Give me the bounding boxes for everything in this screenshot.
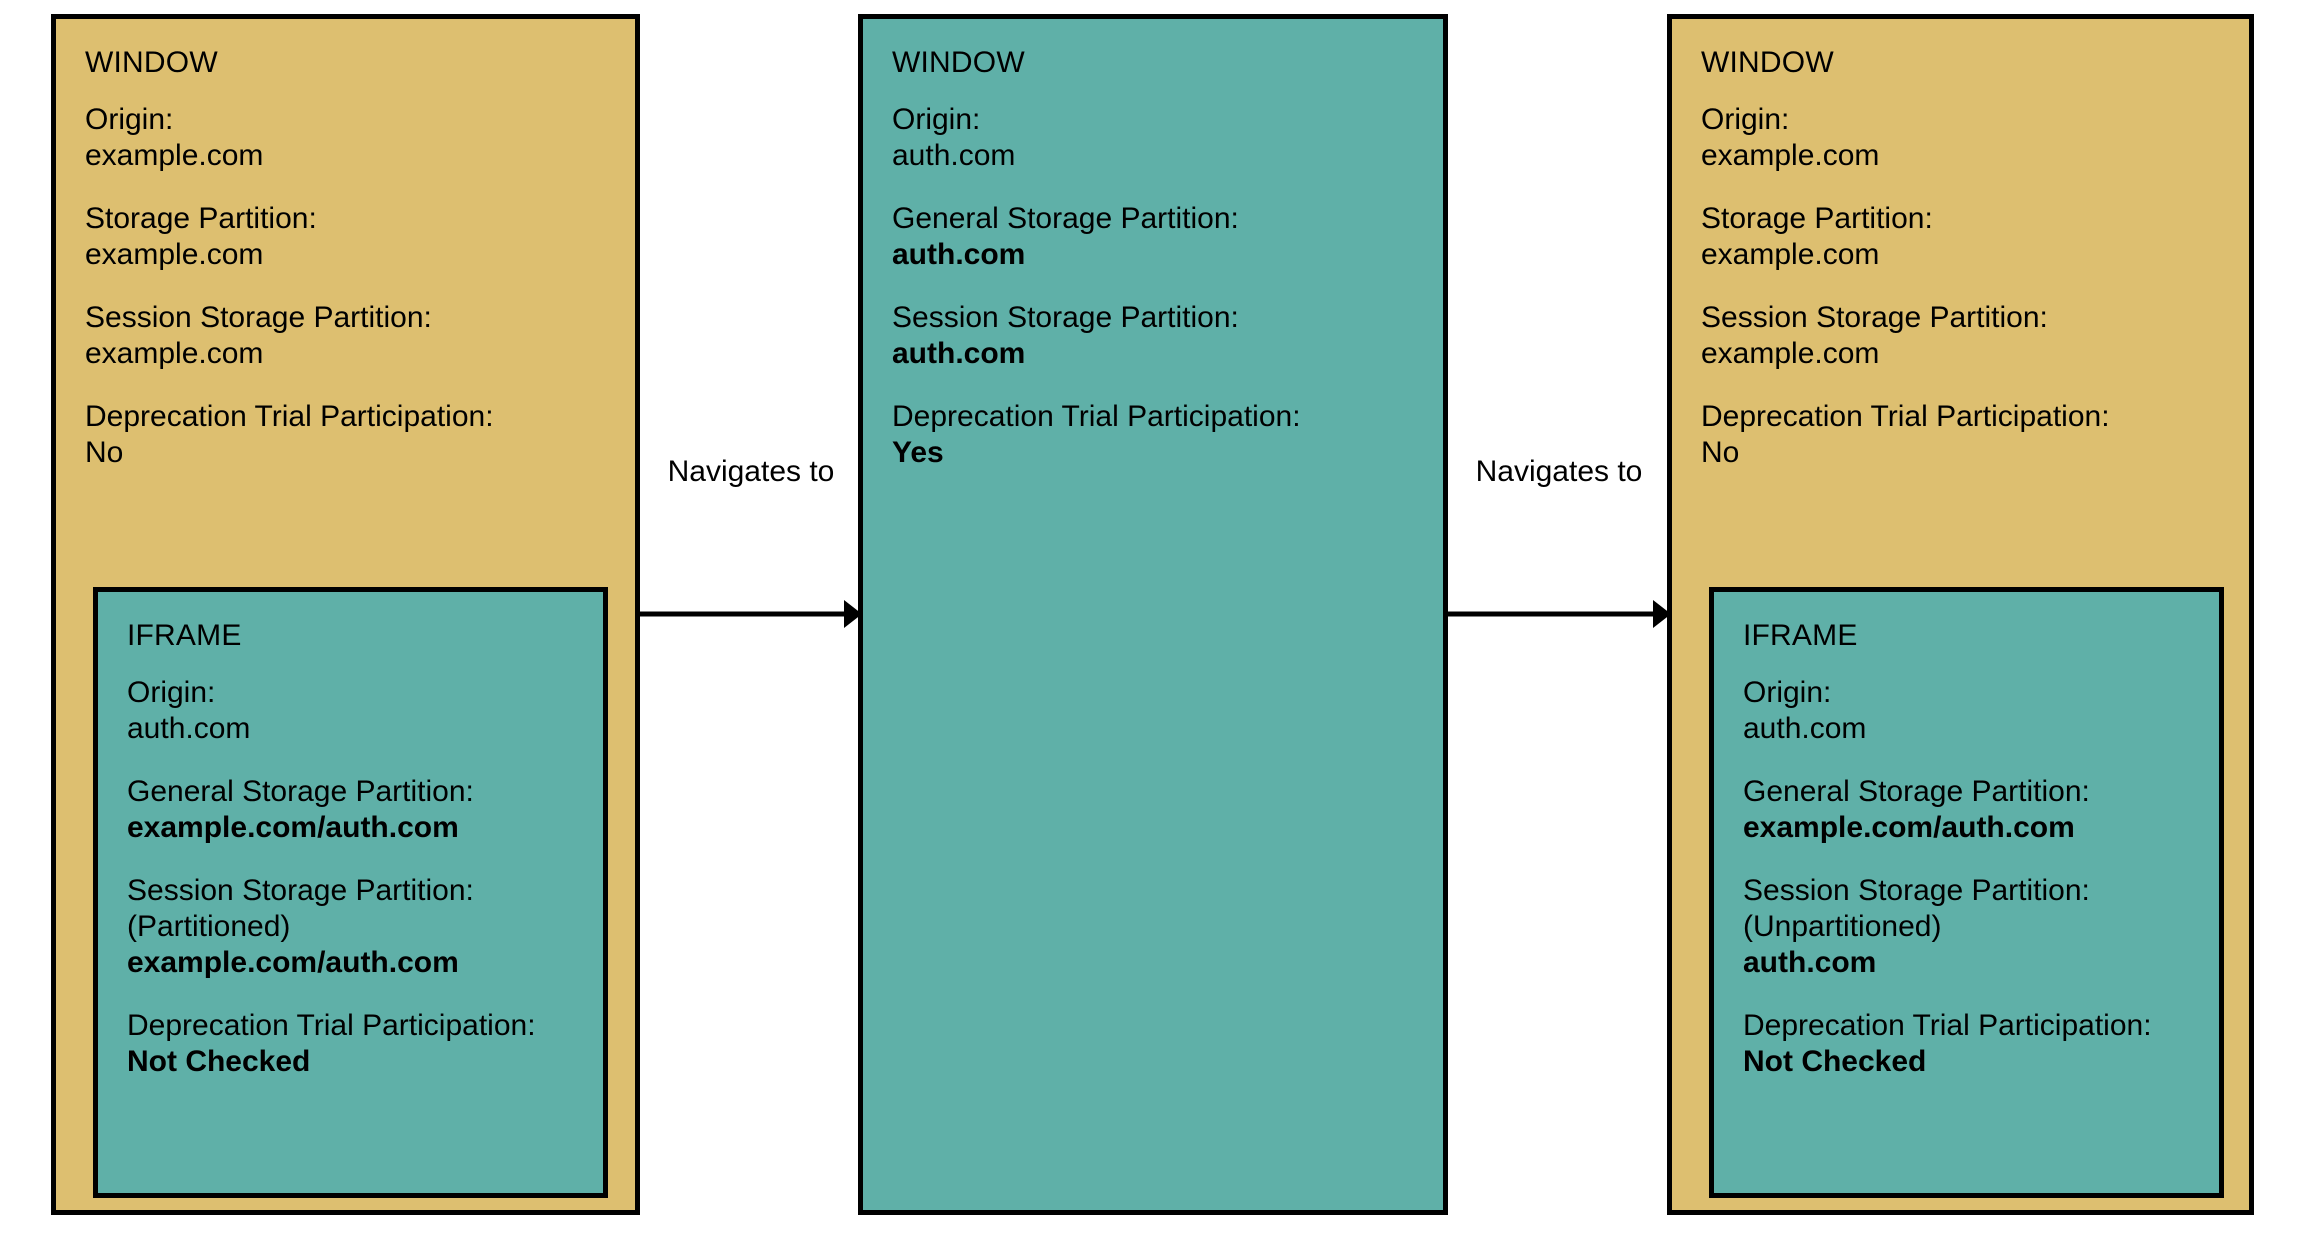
field-value: Not Checked — [1743, 1045, 1927, 1078]
field-value: example.com/auth.com — [1743, 811, 2075, 844]
iframe-3-fields: Origin: auth.com General Storage Partiti… — [1743, 675, 2152, 1080]
field-deprecation-trial-participation: Deprecation Trial Participation: Yes — [892, 399, 1301, 471]
field-value: Yes — [892, 436, 944, 469]
field-value: example.com — [1701, 139, 1880, 172]
arrow-2 — [1446, 594, 1671, 634]
field-label: Origin: — [1743, 676, 1832, 709]
window-panel-2: WINDOW Origin: auth.com General Storage … — [858, 14, 1448, 1215]
field-value: No — [85, 436, 124, 469]
field-label: Origin: — [892, 103, 981, 136]
field-deprecation-trial-participation: Deprecation Trial Participation: Not Che… — [1743, 1008, 2152, 1080]
field-note: (Unpartitioned) — [1743, 910, 1942, 943]
field-label: Origin: — [127, 676, 216, 709]
field-value: auth.com — [892, 337, 1026, 370]
field-label: Storage Partition: — [85, 202, 317, 235]
field-note: (Partitioned) — [127, 910, 291, 943]
field-value: auth.com — [1743, 712, 1867, 745]
field-storage-partition: Storage Partition: example.com — [1701, 201, 2110, 273]
panel-1-window-fields: Origin: example.com Storage Partition: e… — [85, 102, 494, 471]
field-deprecation-trial-participation: Deprecation Trial Participation: Not Che… — [127, 1008, 536, 1080]
field-session-storage-partition: Session Storage Partition: auth.com — [892, 300, 1301, 372]
field-value: auth.com — [892, 139, 1016, 172]
field-value: example.com — [85, 337, 264, 370]
field-label: Deprecation Trial Participation: — [1701, 400, 2110, 433]
field-origin: Origin: auth.com — [892, 102, 1301, 174]
field-label: Origin: — [85, 103, 174, 136]
panel-2-window-fields: Origin: auth.com General Storage Partiti… — [892, 102, 1301, 471]
field-label: General Storage Partition: — [892, 202, 1239, 235]
iframe-1-fields: Origin: auth.com General Storage Partiti… — [127, 675, 536, 1080]
field-general-storage-partition: General Storage Partition: example.com/a… — [1743, 774, 2152, 846]
panel-2-window-title: WINDOW — [892, 46, 1025, 79]
iframe-3-title: IFRAME — [1743, 619, 1858, 652]
field-label: Session Storage Partition: — [1701, 301, 2048, 334]
field-deprecation-trial-participation: Deprecation Trial Participation: No — [1701, 399, 2110, 471]
field-value: example.com/auth.com — [127, 811, 459, 844]
field-origin: Origin: auth.com — [127, 675, 536, 747]
iframe-box-3: IFRAME Origin: auth.com General Storage … — [1709, 587, 2224, 1198]
field-value: example.com/auth.com — [127, 946, 459, 979]
field-storage-partition: Storage Partition: example.com — [85, 201, 494, 273]
window-panel-1: WINDOW Origin: example.com Storage Parti… — [51, 14, 640, 1215]
arrow-label-navigates-to-1: Navigates to — [667, 455, 835, 488]
window-panel-3: WINDOW Origin: example.com Storage Parti… — [1667, 14, 2254, 1215]
field-label: Deprecation Trial Participation: — [1743, 1009, 2152, 1042]
arrow-label-navigates-to-2: Navigates to — [1475, 455, 1643, 488]
field-label: Deprecation Trial Participation: — [892, 400, 1301, 433]
arrow-1 — [638, 594, 862, 634]
field-label: Deprecation Trial Participation: — [85, 400, 494, 433]
field-label: Session Storage Partition: — [1743, 874, 2090, 907]
field-origin: Origin: example.com — [1701, 102, 2110, 174]
field-label: General Storage Partition: — [127, 775, 474, 808]
panel-1-window-title: WINDOW — [85, 46, 218, 79]
field-session-storage-partition: Session Storage Partition: example.com — [1701, 300, 2110, 372]
iframe-box-1: IFRAME Origin: auth.com General Storage … — [93, 587, 608, 1198]
field-value: auth.com — [127, 712, 251, 745]
field-label: Deprecation Trial Participation: — [127, 1009, 536, 1042]
field-label: General Storage Partition: — [1743, 775, 2090, 808]
field-value: example.com — [1701, 337, 1880, 370]
field-value: Not Checked — [127, 1045, 311, 1078]
iframe-1-title: IFRAME — [127, 619, 242, 652]
field-value: example.com — [85, 139, 264, 172]
field-value: example.com — [1701, 238, 1880, 271]
field-label: Origin: — [1701, 103, 1790, 136]
field-value: No — [1701, 436, 1740, 469]
field-label: Session Storage Partition: — [127, 874, 474, 907]
field-value: example.com — [85, 238, 264, 271]
field-value: auth.com — [1743, 946, 1877, 979]
field-value: auth.com — [892, 238, 1026, 271]
field-label: Storage Partition: — [1701, 202, 1933, 235]
panel-3-window-title: WINDOW — [1701, 46, 1834, 79]
field-label: Session Storage Partition: — [892, 301, 1239, 334]
field-general-storage-partition: General Storage Partition: example.com/a… — [127, 774, 536, 846]
field-origin: Origin: example.com — [85, 102, 494, 174]
field-session-storage-partition: Session Storage Partition: (Partitioned)… — [127, 873, 536, 981]
field-session-storage-partition: Session Storage Partition: example.com — [85, 300, 494, 372]
field-deprecation-trial-participation: Deprecation Trial Participation: No — [85, 399, 494, 471]
panel-3-window-fields: Origin: example.com Storage Partition: e… — [1701, 102, 2110, 471]
field-origin: Origin: auth.com — [1743, 675, 2152, 747]
field-label: Session Storage Partition: — [85, 301, 432, 334]
field-session-storage-partition: Session Storage Partition: (Unpartitione… — [1743, 873, 2152, 981]
field-general-storage-partition: General Storage Partition: auth.com — [892, 201, 1301, 273]
